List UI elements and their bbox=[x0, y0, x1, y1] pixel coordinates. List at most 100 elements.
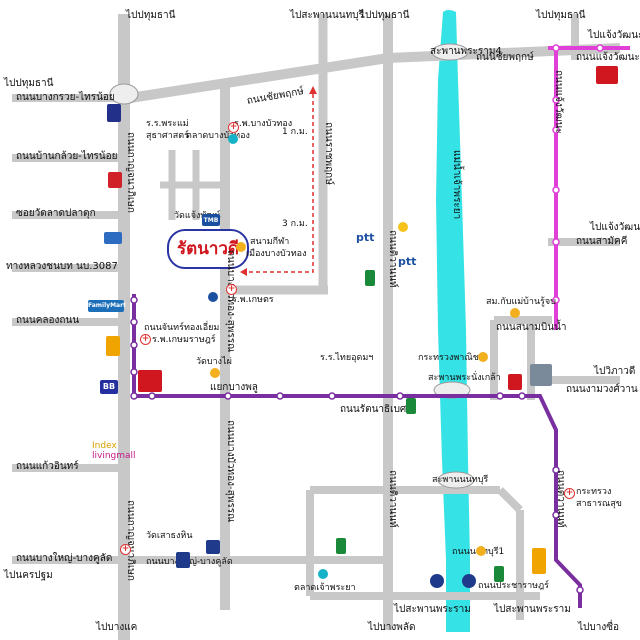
label-school-suthajit: สุธาศาสตร์ bbox=[146, 131, 189, 141]
label-rd-bbt-suphan: ถนนบางบัวทอง-สุพรรณ bbox=[225, 250, 236, 353]
label-ministry-commerce: กระทรวงพาณิชย์ bbox=[418, 353, 485, 363]
label-rd-klong-thanon: ถนนคลองถนน bbox=[16, 315, 80, 326]
label-rd-tiwanon-3: ถนนติวานนท์ bbox=[555, 470, 566, 528]
label-left-pathum: ไปปทุมธานี bbox=[4, 78, 54, 89]
pier-icon bbox=[318, 569, 328, 579]
seven-eleven-icon-4 bbox=[494, 566, 504, 582]
label-to-phra-ram5: ไปสะพานพระราม bbox=[394, 604, 471, 615]
seven-eleven-icon-1 bbox=[365, 270, 375, 286]
central-icon-right bbox=[596, 66, 618, 84]
label-rd-kanchanaphisek: ถนนกาญจนาภิเษก bbox=[125, 132, 136, 213]
label-to-bang-phlat: ไปบางพลัด bbox=[368, 622, 416, 633]
boat-icon-1 bbox=[430, 574, 444, 588]
label-rd-ban-kluai: ถนนบ้านกล้วย-ไทรน้อย bbox=[16, 151, 118, 162]
label-wat-laem: วัดแจ้งพัฒน์ bbox=[174, 211, 221, 221]
label-kanchana-route: ทางหลวงชนบท นบ.3087 bbox=[6, 261, 118, 272]
market-icon bbox=[228, 134, 238, 144]
road-network bbox=[12, 14, 621, 640]
label-top-pathum-3: ไปปทุมธานี bbox=[536, 10, 586, 21]
hospital-icon-ministry: + bbox=[564, 488, 575, 499]
label-rd-rattanathibet: ถนนรัตนาธิเบศร์ bbox=[340, 404, 412, 415]
label-to-bang-khae: ไปบางแค bbox=[96, 622, 138, 633]
livingmall-label: livingmall bbox=[92, 451, 136, 461]
tesco-icon bbox=[104, 232, 122, 244]
seven-eleven-icon-3 bbox=[336, 538, 346, 554]
label-school-thai-udom: ร.ร.ไทยอุดมฯ bbox=[320, 353, 374, 363]
label-bridge-phra-nang-klao: สะพานพระนั่งเกล้า bbox=[428, 373, 501, 383]
label-bang-phlu-junction: แยกบางพลู bbox=[210, 382, 258, 393]
label-rd-chaiyaphruek-right: ถนนชัยพฤกษ์ bbox=[476, 52, 534, 63]
map-title: รัตนาวดี bbox=[167, 229, 249, 269]
label-to-nakhon-pathom: ไปนครปฐม bbox=[4, 570, 53, 581]
label-rd-samakkhi: ถนนสามัคคี bbox=[576, 236, 628, 247]
home-pro-icon bbox=[176, 552, 190, 568]
route-dashed bbox=[240, 86, 317, 276]
label-to-wiphawadi: ไปวิภาวดี bbox=[594, 366, 636, 377]
label-ministry-health: กระทรวง bbox=[576, 487, 612, 497]
label-bbt-district: เมืองบางบัวทอง bbox=[246, 249, 307, 259]
label-school-phranang: ร.ร.พระแม่ bbox=[146, 119, 189, 129]
label-rd-bbt-suphan-2: ถนนบางบัวทอง-สุพรรณ bbox=[225, 420, 236, 523]
tmb-icon: TMB bbox=[202, 214, 220, 226]
pink-line-stations bbox=[552, 44, 604, 304]
label-rd-bangyai: ถนนบางใหญ่-บางคูลัด bbox=[16, 553, 113, 564]
label-soi-wat-lat: ซอยวัดลาดปลาดุก bbox=[16, 208, 96, 219]
label-to-phra-ram7: ไปสะพานพระราม bbox=[494, 604, 571, 615]
label-rd-tiwanon: ถนนติวานนท์ bbox=[387, 230, 398, 288]
central-icon-left bbox=[138, 370, 162, 392]
boat-icon-2 bbox=[462, 574, 476, 588]
family-mart-icon: FamilyMart bbox=[88, 300, 126, 312]
label-hospital-bbt: ร.พ.บางบัวทอง bbox=[234, 119, 293, 129]
label-top-sapan: ไปสะพานนนทบุรี bbox=[290, 10, 364, 21]
shell-icon bbox=[398, 222, 408, 232]
label-rd-ngam-wong-wan: ถนนงามวงศ์วาน bbox=[566, 384, 638, 395]
label-top-chaengwattana: ไปแจ้งวัฒนะ bbox=[588, 30, 640, 41]
scb-icon bbox=[107, 104, 121, 122]
label-to-bang-sue: ไปบางซื่อ bbox=[578, 622, 620, 633]
interchange-markers bbox=[109, 43, 475, 489]
label-bridge-nonthaburi: สะพานนนทบุรี bbox=[432, 475, 489, 485]
school-right-icon bbox=[510, 308, 520, 318]
klong-icon bbox=[476, 546, 486, 556]
hospital-icon-kaset: + bbox=[226, 284, 237, 295]
chao-phraya-river bbox=[436, 10, 470, 632]
hospital-icon-left: + bbox=[120, 544, 131, 555]
label-rd-chanthong: ถนนจันทร์ทองเอี่ยม bbox=[144, 323, 220, 333]
label-rd-kanchanaphisek-2: ถนนกาญจนาภิเษก bbox=[125, 500, 136, 581]
esso-icon bbox=[208, 292, 218, 302]
bank-icon-bottom bbox=[206, 540, 220, 554]
seven-eleven-icon-2 bbox=[406, 398, 416, 414]
label-rd-chaengwattana-v: ถนนแจ้งวัฒนะ bbox=[553, 70, 564, 134]
ptt-icon-1: ptt bbox=[356, 231, 375, 244]
label-school-right: สม.กับแม่บ้านรู้จบ bbox=[486, 297, 556, 307]
label-rd-bangkruai-sainoi: ถนนบางกรวย-ไทรน้อย bbox=[16, 92, 115, 103]
label-rd-sanambinnam: ถนนสนามบินน้ำ bbox=[496, 322, 567, 333]
label-wat-bang-phai: วัดบางไผ่ bbox=[196, 357, 232, 367]
label-river: แม่น้ำเจ้าพระยา bbox=[451, 150, 462, 220]
hospital-icon-kasemrad: + bbox=[140, 334, 151, 345]
label-hospital-kaset: ร.พ.เกษตร bbox=[232, 295, 274, 305]
label-top-pathum-1: ไปปทุมธานี bbox=[126, 10, 176, 21]
label-top-pathum-2: ไปปทุมธานี bbox=[360, 10, 410, 21]
label-pier: ตลาดเจ้าพระยา bbox=[294, 583, 356, 593]
label-hosp-kasemrad: ร.พ.เกษมราษฎร์ bbox=[152, 335, 216, 345]
label-rd-pracharat: ถนนประชาราษฎร์ bbox=[478, 581, 549, 591]
label-market-bbt: ตลาดบางบัวทอง bbox=[186, 131, 250, 141]
label-rd-highway: ถนนราชพฤกษ์ bbox=[323, 122, 334, 185]
index-label: Index bbox=[92, 441, 117, 451]
label-rd-kaew-in: ถนนแก้วอินทร์ bbox=[16, 461, 79, 472]
bb-icon: BB bbox=[100, 380, 118, 394]
label-km3: 3 ก.ม. bbox=[282, 219, 308, 229]
hospital-icon-bbt: + bbox=[228, 122, 239, 133]
bigc-icon bbox=[106, 336, 120, 356]
sports-field-icon bbox=[236, 242, 246, 252]
central-icon-mid bbox=[508, 374, 522, 390]
ministry-commerce-icon bbox=[478, 352, 488, 362]
label-rd-tiwanon-2: ถนนติวานนท์ bbox=[387, 470, 398, 528]
label-rd-chaengwattana: ถนนแจ้งวัฒนะ bbox=[576, 52, 640, 63]
label-to-chaengwattana-2: ไปแจ้งวัฒนะ bbox=[590, 222, 640, 233]
label-wat-sao-thong-hin: วัดเสาธงหิน bbox=[146, 531, 193, 541]
ptt-icon-2: ptt bbox=[398, 255, 417, 268]
label-ministry-health-2: สาธารณสุข bbox=[576, 499, 622, 509]
